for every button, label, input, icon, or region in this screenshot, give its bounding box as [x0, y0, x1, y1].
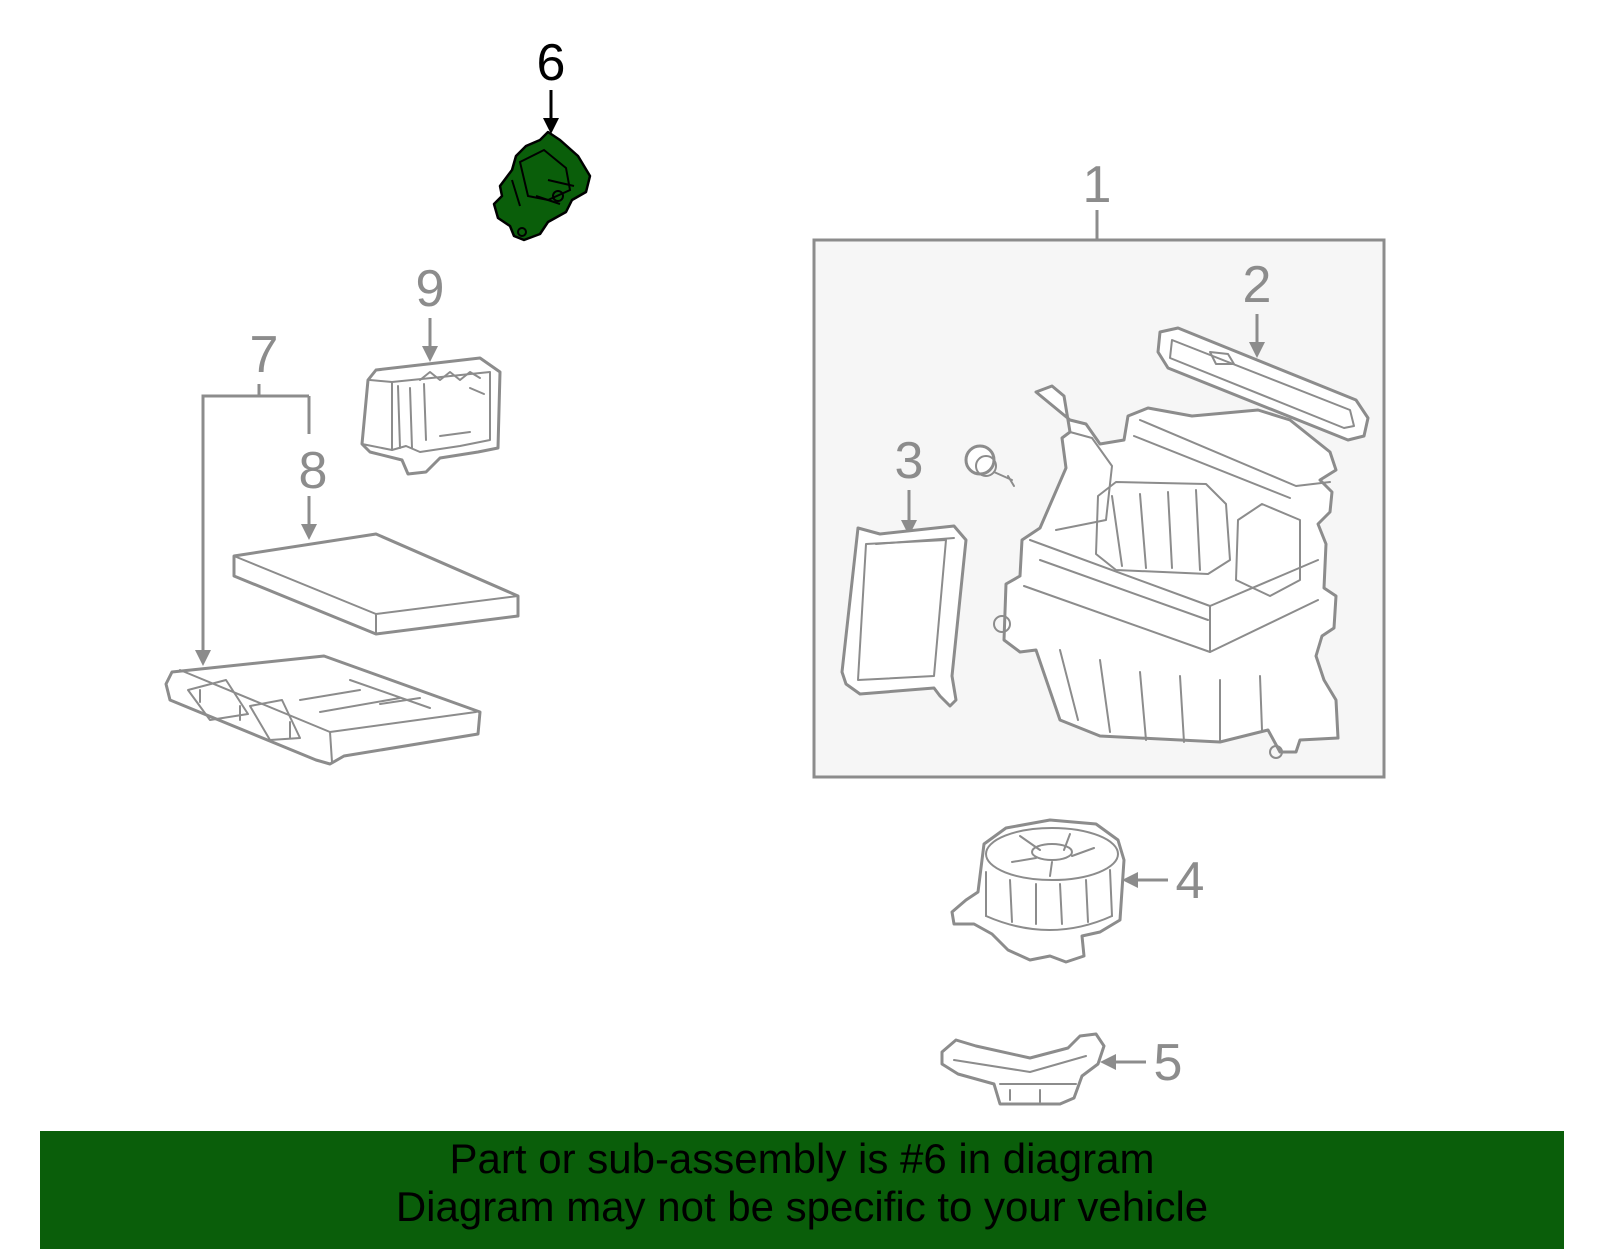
- callout-label-8[interactable]: 8: [299, 442, 328, 500]
- blend-door-actuator-part-6[interactable]: [492, 130, 592, 242]
- callout-3-group[interactable]: 3: [895, 432, 924, 536]
- callout-7-group[interactable]: 7: [195, 326, 311, 666]
- callout-label-9[interactable]: 9: [416, 260, 445, 318]
- callout-1-group[interactable]: 1: [1083, 156, 1112, 240]
- info-banner: Part or sub-assembly is #6 in diagram Di…: [40, 1131, 1564, 1249]
- bracket-part-5[interactable]: [940, 1032, 1106, 1106]
- blower-case-part[interactable]: [993, 384, 1340, 759]
- arrowhead-6: [543, 118, 559, 134]
- banner-line-1: Part or sub-assembly is #6 in diagram: [449, 1135, 1155, 1182]
- arrowhead-4: [1122, 872, 1138, 888]
- callout-6-group[interactable]: 6: [537, 34, 566, 134]
- arrowhead-7: [195, 650, 211, 666]
- case-seal-part-2[interactable]: [1156, 326, 1370, 442]
- callout-9-group[interactable]: 9: [416, 260, 445, 362]
- knob-part: [964, 444, 1015, 487]
- arrowhead-2: [1249, 342, 1265, 358]
- air-inlet-duct-part-9[interactable]: [360, 356, 502, 476]
- callout-8-group[interactable]: 8: [299, 442, 328, 540]
- callout-label-3[interactable]: 3: [895, 432, 924, 490]
- filter-housing-part-7[interactable]: [164, 654, 482, 766]
- callout-label-7[interactable]: 7: [250, 326, 279, 384]
- gasket-part-3[interactable]: [840, 524, 968, 708]
- callout-label-5[interactable]: 5: [1154, 1034, 1183, 1092]
- arrowhead-5: [1100, 1054, 1116, 1070]
- blower-motor-part-4[interactable]: [950, 818, 1126, 964]
- leader-7: [201, 384, 261, 654]
- callout-label-4[interactable]: 4: [1176, 852, 1205, 910]
- arrowhead-9: [422, 346, 438, 362]
- arrowhead-8: [301, 524, 317, 540]
- callout-label-2[interactable]: 2: [1243, 256, 1272, 314]
- callout-label-1[interactable]: 1: [1083, 156, 1112, 214]
- callout-5-group[interactable]: 5: [1100, 1034, 1182, 1092]
- callout-4-group[interactable]: 4: [1122, 852, 1204, 910]
- arrowhead-3: [901, 520, 917, 536]
- callout-2-group[interactable]: 2: [1243, 256, 1272, 358]
- banner-line-2: Diagram may not be specific to your vehi…: [395, 1183, 1209, 1230]
- callout-label-6[interactable]: 6: [537, 34, 566, 92]
- cabin-air-filter-part-8[interactable]: [232, 532, 520, 636]
